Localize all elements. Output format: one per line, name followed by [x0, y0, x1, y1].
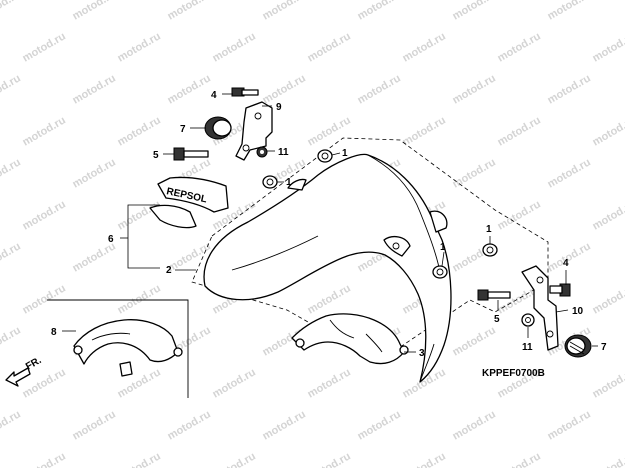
watermark-text: motod.ru: [451, 156, 498, 190]
watermark-text: motod.ru: [116, 450, 163, 468]
watermark-text: motod.ru: [0, 324, 23, 358]
watermark-text: motod.ru: [71, 72, 118, 106]
collar-1a: [318, 150, 332, 162]
callout-1b: 1: [286, 177, 292, 188]
watermark-text: motod.ru: [261, 72, 308, 106]
front-fender: [204, 154, 451, 382]
watermark-text: motod.ru: [116, 30, 163, 64]
collar-1c: [483, 244, 497, 256]
watermark-text: motod.ru: [0, 240, 23, 274]
watermark-text: motod.ru: [261, 0, 308, 23]
watermark-text: motod.ru: [166, 0, 213, 23]
callout-3: 3: [419, 348, 425, 359]
fender-rear-piece: [292, 314, 408, 364]
watermark-text: motod.ru: [261, 408, 308, 442]
callout-10: 10: [572, 306, 584, 317]
watermark-text: motod.ru: [211, 366, 258, 400]
watermark-text: motod.ru: [546, 72, 593, 106]
callout-5b: 5: [494, 314, 500, 325]
callout-11a: 11: [278, 147, 289, 158]
watermark-text: motod.ru: [306, 30, 353, 64]
watermark-text: motod.ru: [306, 450, 353, 468]
watermark-text: motod.ru: [496, 114, 543, 148]
callout-11b: 11: [522, 342, 533, 353]
diagram-code: KPPEF0700B: [482, 368, 545, 379]
watermark-text: motod.ru: [306, 282, 353, 316]
watermark-text: motod.ru: [71, 156, 118, 190]
inset-fender-piece: [74, 320, 182, 376]
arrow-left-icon: [6, 368, 30, 386]
watermark-text: motod.ru: [306, 366, 353, 400]
watermark-text: motod.ru: [21, 282, 68, 316]
watermark-text: motod.ru: [21, 450, 68, 468]
grommet-right: [565, 335, 591, 357]
callout-1c: 1: [486, 224, 492, 235]
watermark-text: motod.ru: [306, 114, 353, 148]
callout-6: 6: [108, 234, 114, 245]
callout-7a: 7: [180, 124, 186, 135]
bolt-4-right: [550, 284, 570, 296]
watermark-text: motod.ru: [451, 72, 498, 106]
watermark-text: motod.ru: [546, 408, 593, 442]
direction-label: FR.: [24, 355, 44, 373]
grommet-left: [205, 117, 231, 139]
watermark-text: motod.ru: [401, 30, 448, 64]
watermark-text: motod.ru: [166, 408, 213, 442]
bolt-4-left: [232, 88, 258, 96]
callout-1d: 1: [440, 242, 446, 253]
watermark-text: motod.ru: [591, 114, 625, 148]
nut-11-left: [257, 147, 267, 157]
watermark-text: motod.ru: [546, 0, 593, 23]
watermark-text: motod.ru: [21, 198, 68, 232]
watermark-text: motod.ru: [71, 0, 118, 23]
collar-1d: [433, 266, 447, 278]
watermark-text: motod.ru: [21, 114, 68, 148]
watermark-text: motod.ru: [546, 156, 593, 190]
watermark-text: motod.ru: [71, 240, 118, 274]
watermark-text: motod.ru: [71, 408, 118, 442]
watermark-text: motod.ru: [211, 30, 258, 64]
watermark-text: motod.ru: [496, 30, 543, 64]
right-stay-bracket: [522, 266, 558, 350]
watermark-text: motod.ru: [451, 408, 498, 442]
watermark-text: motod.ru: [591, 282, 625, 316]
watermark-text: motod.ru: [496, 450, 543, 468]
watermark-text: motod.ru: [21, 30, 68, 64]
nut-11-right: [522, 314, 534, 326]
watermark-text: motod.ru: [356, 0, 403, 23]
watermark-text: motod.ru: [356, 408, 403, 442]
callout-8: 8: [51, 327, 57, 338]
collar-1b: [263, 176, 277, 188]
watermark-text: motod.ru: [116, 282, 163, 316]
watermark-text: motod.ru: [591, 366, 625, 400]
watermark-text: motod.ru: [0, 72, 23, 106]
watermark-text: motod.ru: [451, 0, 498, 23]
watermark-text: motod.ru: [451, 324, 498, 358]
watermark-text: motod.ru: [496, 198, 543, 232]
watermark-text: motod.ru: [0, 0, 23, 23]
watermark-text: motod.ru: [356, 72, 403, 106]
watermark-text: motod.ru: [546, 240, 593, 274]
bolt-5-right: [478, 290, 510, 300]
watermark-text: motod.ru: [0, 408, 23, 442]
callout-7b: 7: [601, 342, 607, 353]
callout-5a: 5: [153, 150, 159, 161]
callout-2: 2: [166, 265, 172, 276]
watermark-text: motod.ru: [0, 156, 23, 190]
callout-9: 9: [276, 102, 282, 113]
watermark-text: motod.ru: [166, 72, 213, 106]
callout-1a: 1: [342, 148, 348, 159]
watermark-text: motod.ru: [211, 450, 258, 468]
watermark-text: motod.ru: [401, 450, 448, 468]
watermark-text: motod.ru: [401, 114, 448, 148]
watermark-text: motod.ru: [591, 30, 625, 64]
callout-4a: 4: [211, 90, 217, 101]
callout-4b: 4: [563, 258, 569, 269]
watermark-text: motod.ru: [591, 198, 625, 232]
watermark-text: motod.ru: [591, 450, 625, 468]
watermark-text: motod.ru: [116, 114, 163, 148]
